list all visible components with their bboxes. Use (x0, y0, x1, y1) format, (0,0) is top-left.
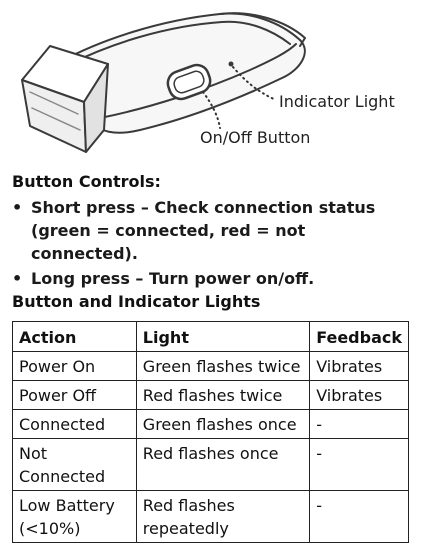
lights-table-heading: Button and Indicator Lights (12, 292, 261, 311)
band-top-edge (69, 20, 291, 65)
cell-light: Red flashes twice (135, 380, 311, 410)
bullet-icon: • (12, 269, 23, 288)
column-header-feedback: Feedback (309, 321, 409, 352)
cell-light: Red flashes repeatedly (135, 490, 311, 543)
bullet-icon: • (12, 198, 23, 217)
button-controls-heading: Button Controls: (12, 172, 161, 191)
cell-light: Red flashes once (135, 438, 311, 491)
lights-table: Action Light Feedback Power On Green fla… (12, 321, 409, 543)
list-item-text: Long press – Turn power on/off. (31, 269, 315, 288)
column-header-action: Action (12, 321, 137, 352)
strap-tail (219, 12, 306, 47)
list-item-text: Short press – Check connection status (g… (31, 198, 376, 263)
list-item: • Long press – Turn power on/off. (12, 267, 416, 290)
cell-action: Power On (12, 351, 137, 381)
band-curve-line (99, 43, 297, 119)
column-header-light: Light (135, 321, 311, 352)
cell-feedback: - (309, 490, 409, 543)
button-controls-list: • Short press – Check connection status … (12, 196, 416, 290)
table-header-row: Action Light Feedback (12, 321, 409, 352)
cell-light: Green flashes once (135, 409, 311, 439)
table-row: Not Connected Red flashes once - (12, 438, 409, 491)
front-block-stripes (29, 91, 81, 131)
table-row: Connected Green flashes once - (12, 409, 409, 439)
on-off-button-label: On/Off Button (200, 128, 311, 147)
list-item: • Short press – Check connection status … (12, 196, 416, 265)
indicator-light-label: Indicator Light (279, 92, 395, 111)
cell-feedback: Vibrates (309, 351, 409, 381)
cell-action: Not Connected (12, 438, 137, 491)
cell-action: Connected (12, 409, 137, 439)
cell-action: Low Battery (<10%) (12, 490, 137, 543)
table-row: Power Off Red flashes twice Vibrates (12, 380, 409, 410)
on-off-button-inner (173, 70, 205, 94)
table-row: Power On Green flashes twice Vibrates (12, 351, 409, 381)
button-leader-line (202, 91, 221, 129)
cell-light: Green flashes twice (135, 351, 311, 381)
indicator-leader-line (232, 66, 277, 101)
wearable-device-drawing (21, 12, 306, 153)
cell-feedback: - (309, 409, 409, 439)
cell-feedback: - (309, 438, 409, 491)
front-block-side (83, 63, 109, 153)
indicator-light-dot (228, 61, 234, 67)
device-illustration: Indicator Light On/Off Button (0, 0, 422, 160)
cell-feedback: Vibrates (309, 380, 409, 410)
cell-action: Power Off (12, 380, 137, 410)
table-row: Low Battery (<10%) Red flashes repeatedl… (12, 490, 409, 543)
